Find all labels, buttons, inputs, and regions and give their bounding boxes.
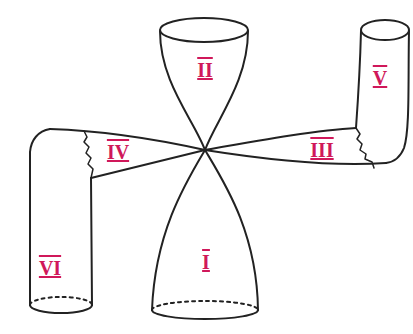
- tube-rim-hidden: [30, 297, 92, 305]
- tube-side: [91, 178, 92, 305]
- label-slot: II: [195, 59, 215, 81]
- tube-side: [205, 150, 258, 310]
- label-slot: III: [308, 139, 335, 161]
- band-edge: [205, 150, 386, 164]
- part-numeral: V: [371, 67, 389, 89]
- tube-rim-hidden: [152, 301, 258, 310]
- part-numeral: IV: [105, 141, 131, 163]
- band-cut: [356, 128, 374, 168]
- tube-side: [205, 31, 248, 150]
- label-slot: V: [371, 67, 389, 89]
- label-slot: VI: [37, 257, 63, 279]
- tube-side: [356, 31, 361, 128]
- label-slot: IV: [105, 141, 131, 163]
- part-numeral: I: [200, 251, 212, 273]
- tube-rim: [160, 18, 248, 42]
- tube-side: [160, 31, 205, 150]
- tube-rim: [361, 20, 409, 40]
- tube-side: [386, 31, 409, 163]
- tube-rim: [30, 305, 92, 313]
- band-cut: [84, 131, 93, 178]
- part-numeral: II: [195, 59, 215, 81]
- tube-side: [152, 150, 205, 310]
- label-slot: I: [200, 251, 212, 273]
- part-numeral: VI: [37, 257, 63, 279]
- tube-rim: [152, 310, 258, 319]
- part-numeral: III: [308, 139, 335, 161]
